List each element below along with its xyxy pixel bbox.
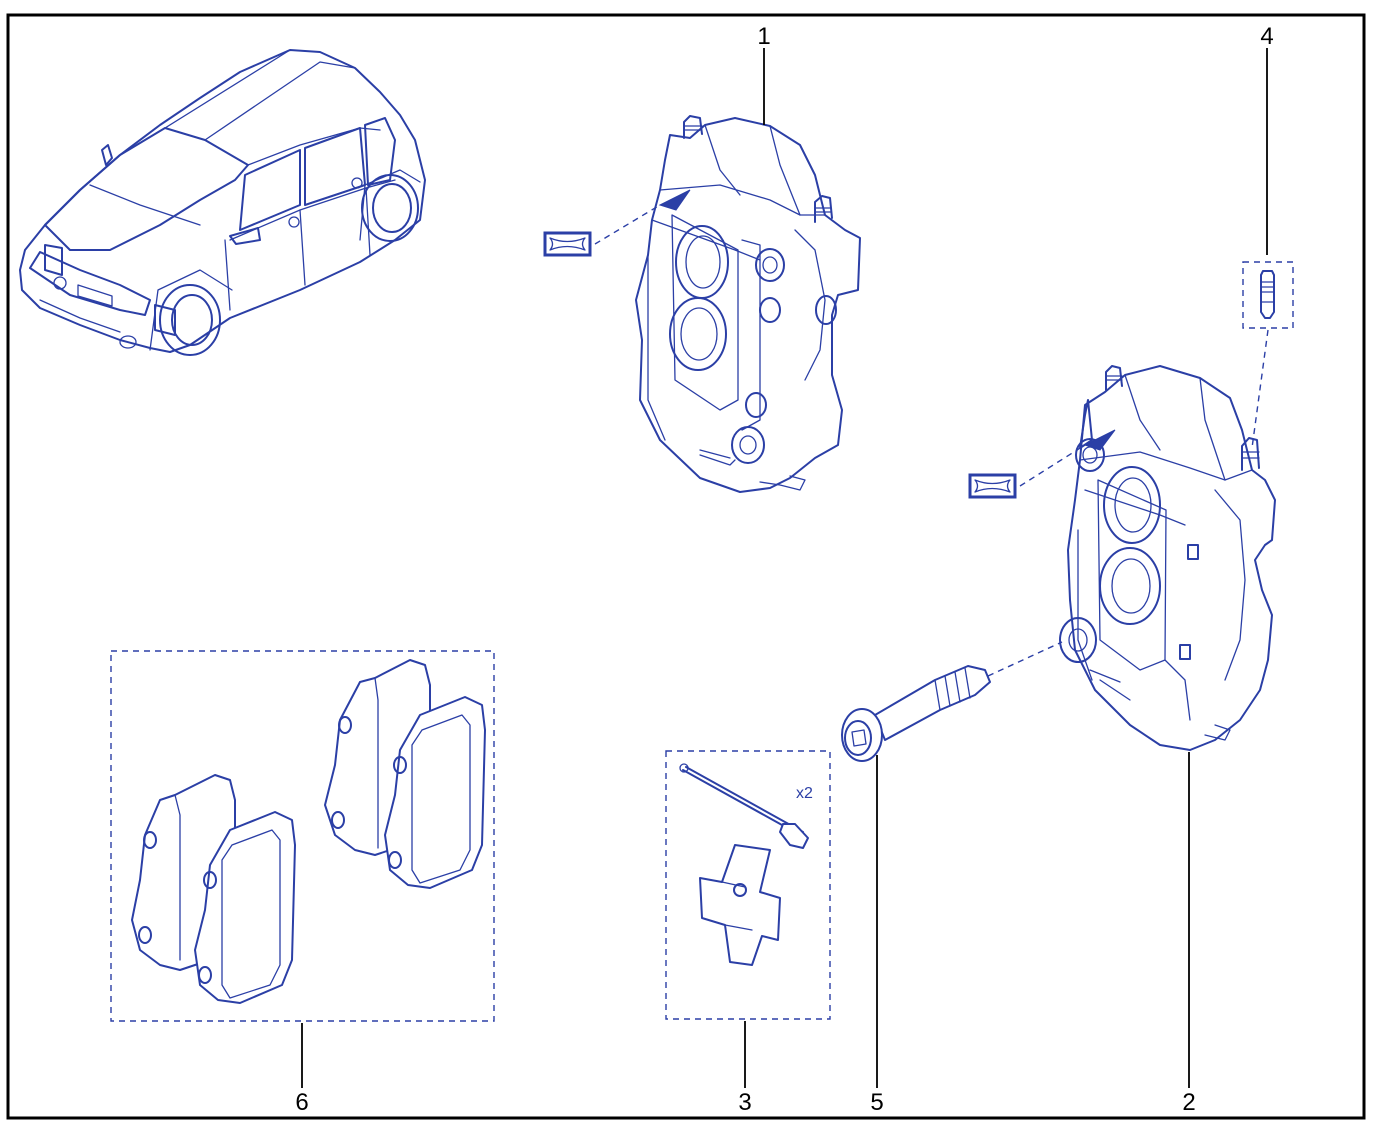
callout-5: 5 [870,1089,883,1116]
brake-caliper-1 [635,115,861,493]
bleed-screw [1242,261,1294,449]
seal-symbol-1 [543,189,691,257]
callout-3: 3 [738,1089,751,1116]
callout-4: 4 [1260,23,1273,50]
diagram-frame [6,13,1366,1120]
callout-2: 2 [1182,1089,1195,1116]
arrow-head-2 [1083,429,1116,451]
callout-1: 1 [757,23,770,50]
brake-pad-set [110,650,495,1022]
mounting-bolt [841,641,1063,762]
pad-retaining-kit: x2 [665,750,831,1020]
bleed-screw-box [1242,261,1294,329]
arrow-head-1 [658,189,691,211]
leader-lines [301,48,1268,1088]
brake-pad-b [194,811,296,1004]
brake-pad-d [384,696,486,889]
quantity-label: x2 [796,785,813,802]
callout-6: 6 [295,1089,308,1116]
kit-box [665,750,831,1020]
seal-symbol-2 [968,429,1116,499]
pad-set-box [110,650,495,1022]
brake-caliper-2 [1059,365,1276,751]
car-illustration [19,49,426,356]
